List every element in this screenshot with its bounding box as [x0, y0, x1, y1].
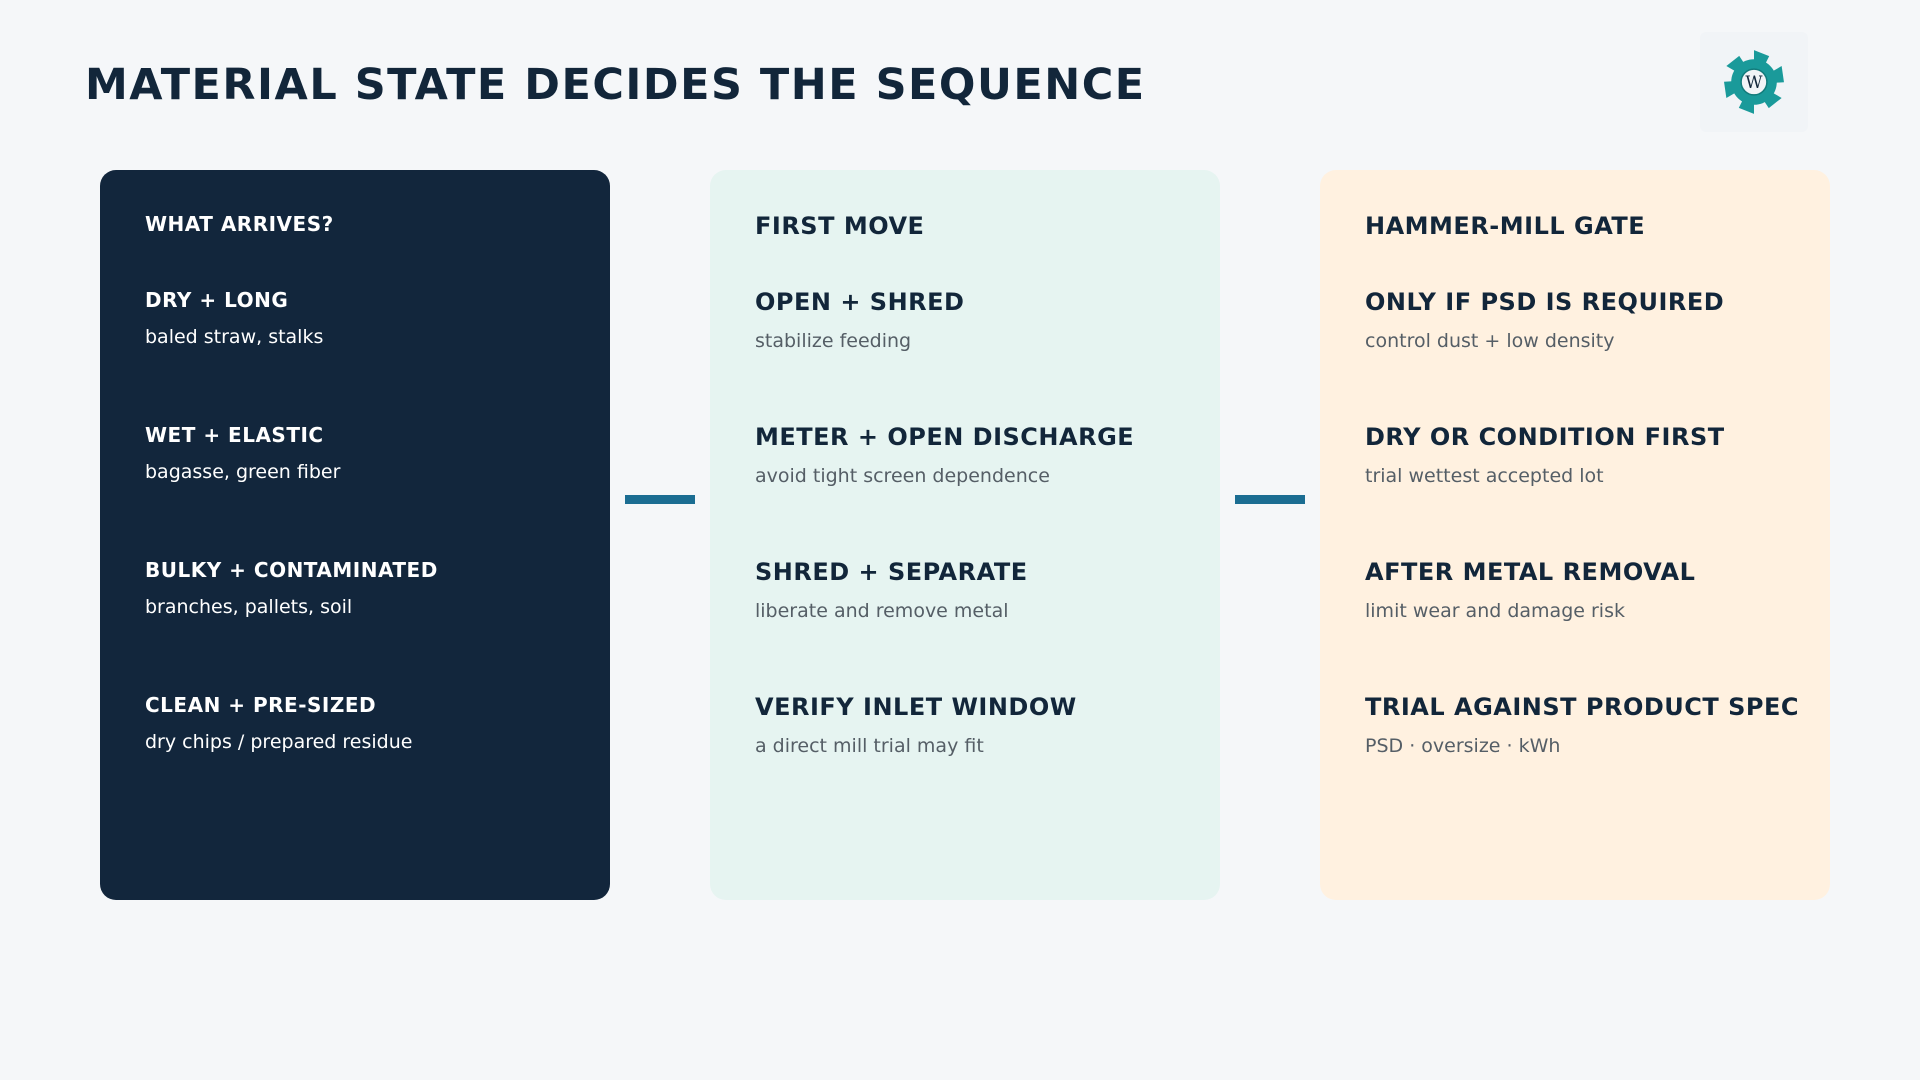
item-subtitle: stabilize feeding [755, 330, 912, 352]
item-title: SHRED + SEPARATE [755, 558, 1028, 586]
list-item: AFTER METAL REMOVAL limit wear and damag… [1365, 560, 1695, 621]
item-title: VERIFY INLET WINDOW [755, 693, 1077, 721]
item-subtitle: baled straw, stalks [145, 326, 324, 348]
column-hammer-mill-gate: HAMMER-MILL GATE ONLY IF PSD IS REQUIRED… [1320, 170, 1830, 900]
list-item: DRY + LONG baled straw, stalks [145, 290, 323, 347]
list-item: TRIAL AGAINST PRODUCT SPEC PSD · oversiz… [1365, 695, 1799, 756]
item-title: DRY OR CONDITION FIRST [1365, 423, 1725, 451]
item-title: BULKY + CONTAMINATED [145, 558, 438, 582]
column-first-move: FIRST MOVE OPEN + SHRED stabilize feedin… [710, 170, 1220, 900]
column-what-arrives: WHAT ARRIVES? DRY + LONG baled straw, st… [100, 170, 610, 900]
logo: W [1700, 32, 1808, 132]
list-item: WET + ELASTIC bagasse, green fiber [145, 425, 340, 482]
item-subtitle: branches, pallets, soil [145, 596, 353, 618]
item-title: TRIAL AGAINST PRODUCT SPEC [1365, 693, 1799, 721]
list-item: DRY OR CONDITION FIRST trial wettest acc… [1365, 425, 1725, 486]
list-item: BULKY + CONTAMINATED branches, pallets, … [145, 560, 438, 617]
logo-letter: W [1745, 72, 1763, 92]
list-item: ONLY IF PSD IS REQUIRED control dust + l… [1365, 290, 1724, 351]
item-subtitle: limit wear and damage risk [1365, 600, 1625, 622]
item-subtitle: PSD · oversize · kWh [1365, 735, 1561, 757]
connector-line [625, 495, 695, 504]
list-item: CLEAN + PRE-SIZED dry chips / prepared r… [145, 695, 412, 752]
item-title: ONLY IF PSD IS REQUIRED [1365, 288, 1725, 316]
item-subtitle: trial wettest accepted lot [1365, 465, 1604, 487]
column-header: HAMMER-MILL GATE [1365, 212, 1646, 240]
list-item: VERIFY INLET WINDOW a direct mill trial … [755, 695, 1077, 756]
item-title: AFTER METAL REMOVAL [1365, 558, 1696, 586]
connector-line [1235, 495, 1305, 504]
item-title: OPEN + SHRED [755, 288, 965, 316]
list-item: METER + OPEN DISCHARGE avoid tight scree… [755, 425, 1134, 486]
item-subtitle: control dust + low density [1365, 330, 1615, 352]
item-title: DRY + LONG [145, 288, 289, 312]
column-header: WHAT ARRIVES? [145, 212, 334, 236]
item-title: CLEAN + PRE-SIZED [145, 693, 377, 717]
item-subtitle: bagasse, green fiber [145, 461, 341, 483]
list-item: SHRED + SEPARATE liberate and remove met… [755, 560, 1028, 621]
item-title: METER + OPEN DISCHARGE [755, 423, 1135, 451]
list-item: OPEN + SHRED stabilize feeding [755, 290, 964, 351]
column-header: FIRST MOVE [755, 212, 925, 240]
item-subtitle: liberate and remove metal [755, 600, 1009, 622]
item-subtitle: a direct mill trial may fit [755, 735, 984, 757]
item-subtitle: dry chips / prepared residue [145, 731, 413, 753]
item-subtitle: avoid tight screen dependence [755, 465, 1050, 487]
page-title: MATERIAL STATE DECIDES THE SEQUENCE [85, 60, 1146, 110]
item-title: WET + ELASTIC [145, 423, 324, 447]
gear-shredder-logo-icon: W [1724, 50, 1784, 114]
